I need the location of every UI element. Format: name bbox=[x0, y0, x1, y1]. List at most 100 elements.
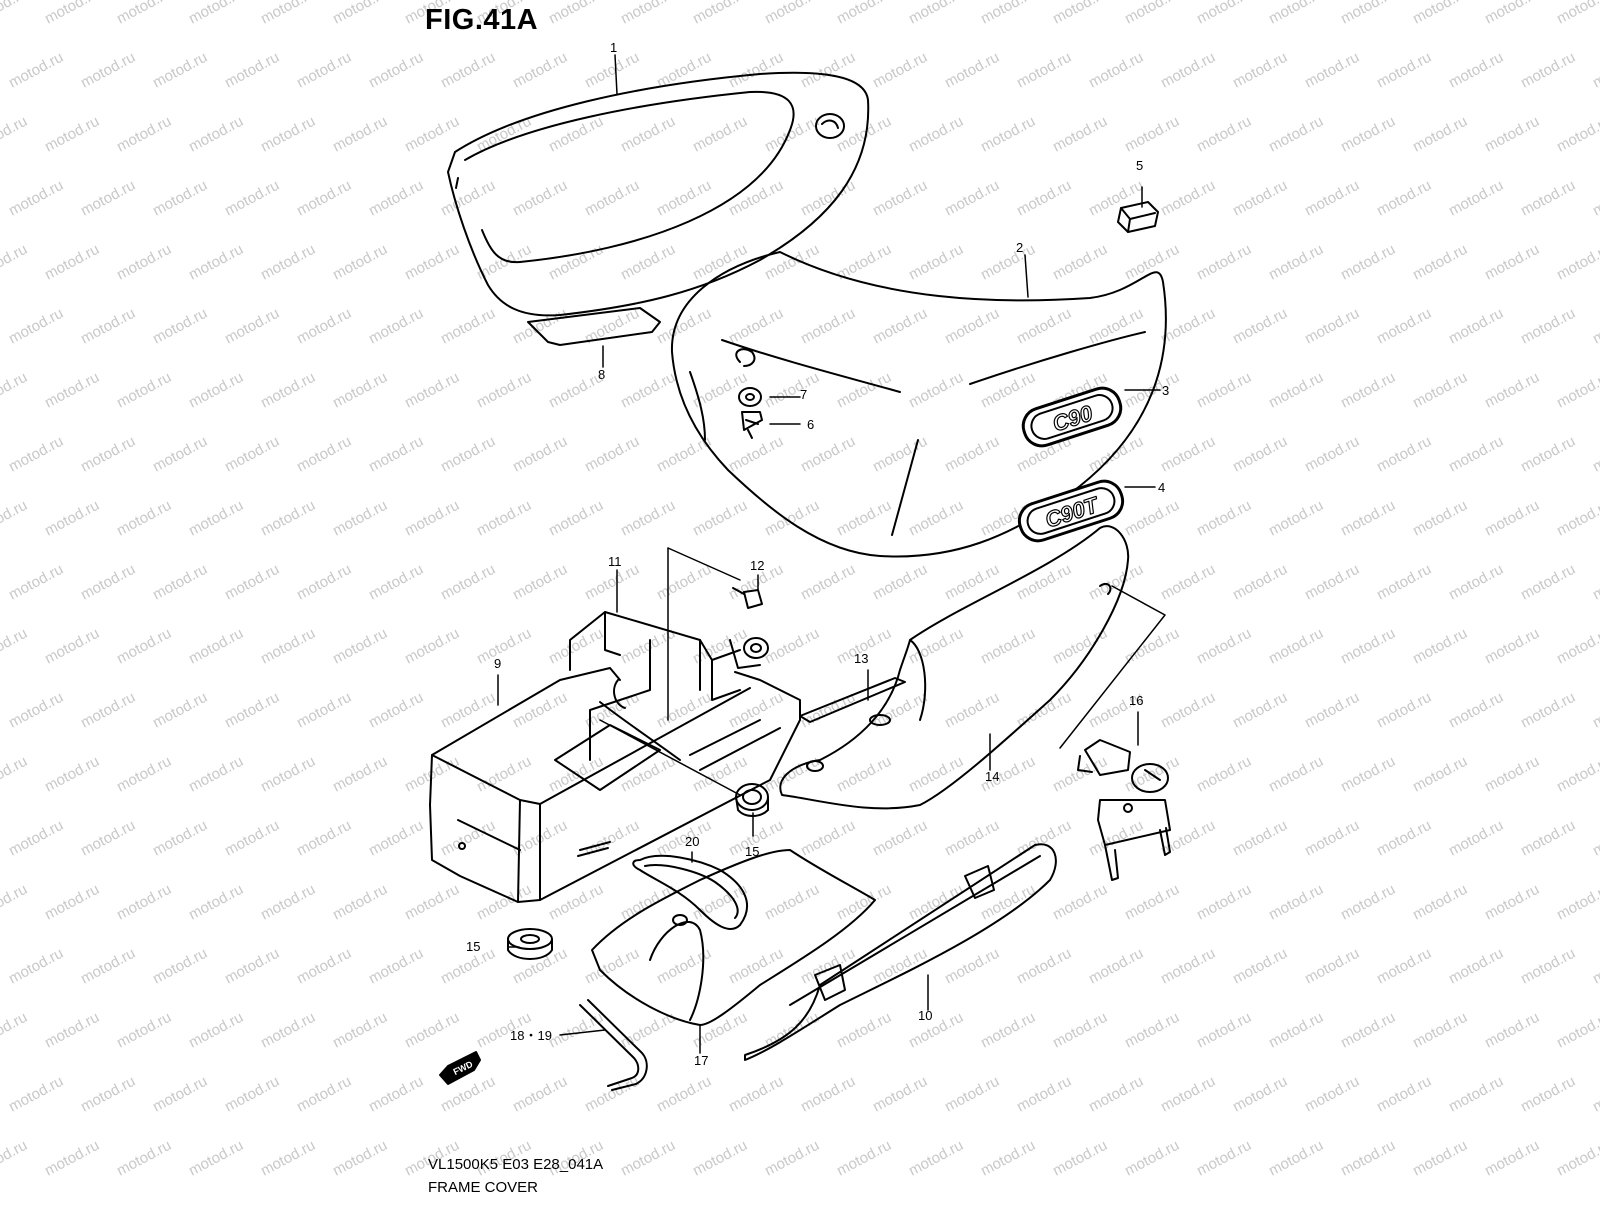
watermark-text: motod.ru bbox=[510, 49, 570, 92]
watermark-text: motod.ru bbox=[474, 753, 534, 796]
watermark-text: motod.ru bbox=[1374, 1073, 1434, 1116]
watermark-text: motod.ru bbox=[1302, 561, 1362, 604]
watermark-text: motod.ru bbox=[42, 369, 102, 412]
watermark-text: motod.ru bbox=[258, 881, 318, 924]
watermark-text: motod.ru bbox=[1230, 817, 1290, 860]
watermark-text: motod.ru bbox=[150, 561, 210, 604]
watermark-text: motod.ru bbox=[1194, 0, 1254, 28]
watermark-text: motod.ru bbox=[222, 177, 282, 220]
watermark-text: motod.ru bbox=[1518, 1073, 1578, 1116]
watermark-text: motod.ru bbox=[366, 817, 426, 860]
watermark-text: motod.ru bbox=[1590, 433, 1600, 476]
watermark-text: motod.ru bbox=[618, 369, 678, 412]
watermark-text: motod.ru bbox=[1410, 113, 1470, 156]
watermark-text: motod.ru bbox=[6, 177, 66, 220]
watermark-text: motod.ru bbox=[0, 369, 30, 412]
watermark-text: motod.ru bbox=[1230, 561, 1290, 604]
watermark-text: motod.ru bbox=[1230, 689, 1290, 732]
watermark-text: motod.ru bbox=[1230, 945, 1290, 988]
watermark-text: motod.ru bbox=[330, 881, 390, 924]
watermark-text: motod.ru bbox=[222, 1073, 282, 1116]
watermark-text: motod.ru bbox=[726, 689, 786, 732]
watermark-text: motod.ru bbox=[1194, 881, 1254, 924]
watermark-text: motod.ru bbox=[1590, 817, 1600, 860]
watermark-text: motod.ru bbox=[330, 369, 390, 412]
watermark-text: motod.ru bbox=[1482, 369, 1542, 412]
watermark-text: motod.ru bbox=[222, 49, 282, 92]
watermark-text: motod.ru bbox=[546, 497, 606, 540]
watermark-text: motod.ru bbox=[1302, 945, 1362, 988]
watermark-text: motod.ru bbox=[6, 49, 66, 92]
watermark-text: motod.ru bbox=[1482, 0, 1542, 28]
watermark-text: motod.ru bbox=[1410, 881, 1470, 924]
watermark-text: motod.ru bbox=[42, 113, 102, 156]
watermark-text: motod.ru bbox=[258, 625, 318, 668]
watermark-text: motod.ru bbox=[438, 689, 498, 732]
watermark-text: motod.ru bbox=[582, 433, 642, 476]
watermark-text: motod.ru bbox=[114, 1009, 174, 1052]
watermark-text: motod.ru bbox=[42, 0, 102, 28]
watermark-text: motod.ru bbox=[1194, 753, 1254, 796]
watermark-text: motod.ru bbox=[1374, 49, 1434, 92]
watermark-text: motod.ru bbox=[1086, 561, 1146, 604]
watermark-text: motod.ru bbox=[42, 1009, 102, 1052]
watermark-text: motod.ru bbox=[0, 1009, 30, 1052]
watermark-text: motod.ru bbox=[798, 49, 858, 92]
watermark-text: motod.ru bbox=[798, 561, 858, 604]
tool-bag bbox=[591, 849, 876, 1026]
watermark-text: motod.ru bbox=[1338, 497, 1398, 540]
watermark-text: motod.ru bbox=[1158, 1073, 1218, 1116]
watermark-text: motod.ru bbox=[1446, 817, 1506, 860]
watermark-text: motod.ru bbox=[150, 817, 210, 860]
watermark-text: motod.ru bbox=[1050, 881, 1110, 924]
watermark-text: motod.ru bbox=[1302, 49, 1362, 92]
watermark-text: motod.ru bbox=[330, 625, 390, 668]
watermark-text: motod.ru bbox=[1266, 1137, 1326, 1180]
watermark-text: motod.ru bbox=[114, 625, 174, 668]
screw bbox=[741, 411, 763, 439]
watermark-text: motod.ru bbox=[330, 1137, 390, 1180]
rear-side-cover bbox=[779, 525, 1130, 810]
watermark-text: motod.ru bbox=[1086, 1073, 1146, 1116]
watermark-text: motod.ru bbox=[1230, 49, 1290, 92]
watermark-text: motod.ru bbox=[798, 305, 858, 348]
watermark-text: motod.ru bbox=[258, 1137, 318, 1180]
watermark-text: motod.ru bbox=[1554, 625, 1600, 668]
watermark-text: motod.ru bbox=[726, 945, 786, 988]
watermark-text: motod.ru bbox=[222, 689, 282, 732]
watermark-text: motod.ru bbox=[1554, 1137, 1600, 1180]
watermark-text: motod.ru bbox=[1482, 113, 1542, 156]
watermark-text: motod.ru bbox=[402, 881, 462, 924]
watermark-text: motod.ru bbox=[726, 49, 786, 92]
watermark-text: motod.ru bbox=[330, 497, 390, 540]
callout-8: 8 bbox=[598, 367, 605, 382]
watermark-text: motod.ru bbox=[42, 625, 102, 668]
watermark-text: motod.ru bbox=[0, 753, 30, 796]
watermark-text: motod.ru bbox=[1482, 497, 1542, 540]
watermark-text: motod.ru bbox=[258, 241, 318, 284]
watermark-text: motod.ru bbox=[1158, 49, 1218, 92]
watermark-text: motod.ru bbox=[1158, 561, 1218, 604]
watermark-text: motod.ru bbox=[1050, 1009, 1110, 1052]
watermark-text: motod.ru bbox=[870, 177, 930, 220]
watermark-text: motod.ru bbox=[798, 817, 858, 860]
watermark-text: motod.ru bbox=[726, 433, 786, 476]
watermark-text: motod.ru bbox=[906, 1137, 966, 1180]
watermark-text: motod.ru bbox=[1194, 1137, 1254, 1180]
watermark-text: motod.ru bbox=[1014, 945, 1074, 988]
watermark-text: motod.ru bbox=[1554, 497, 1600, 540]
watermark-text: motod.ru bbox=[150, 305, 210, 348]
watermark-text: motod.ru bbox=[1518, 433, 1578, 476]
watermark-text: motod.ru bbox=[942, 689, 1002, 732]
callout-4: 4 bbox=[1158, 480, 1165, 495]
watermark-text: motod.ru bbox=[1446, 561, 1506, 604]
callout-13: 13 bbox=[854, 651, 868, 666]
watermark-text: motod.ru bbox=[1446, 305, 1506, 348]
watermark-text: motod.ru bbox=[402, 241, 462, 284]
watermark-text: motod.ru bbox=[1374, 561, 1434, 604]
watermark-text: motod.ru bbox=[330, 241, 390, 284]
watermark-text: motod.ru bbox=[150, 945, 210, 988]
watermark-text: motod.ru bbox=[0, 113, 30, 156]
watermark-text: motod.ru bbox=[690, 497, 750, 540]
